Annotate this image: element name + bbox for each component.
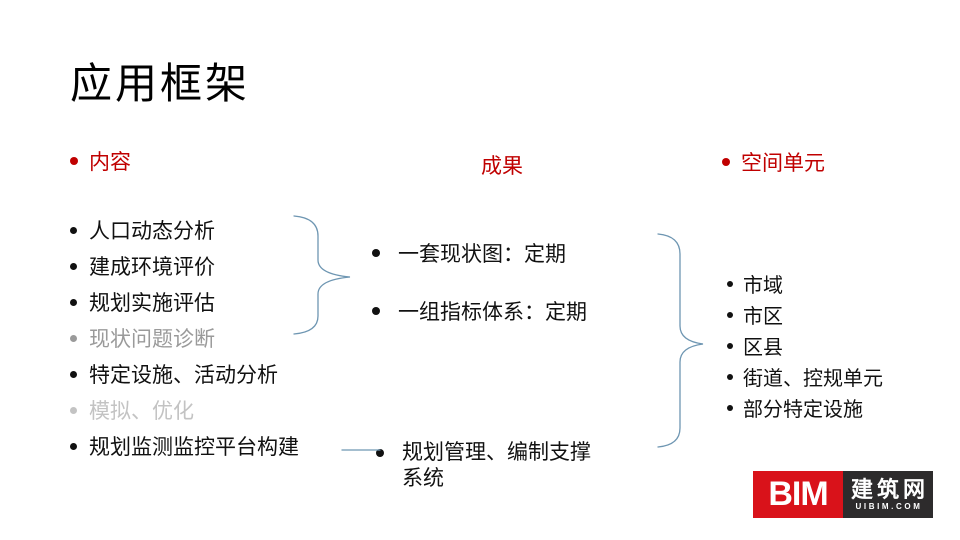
list-item: 一套现状图：定期 <box>372 238 566 268</box>
list-item: 特定设施、活动分析 <box>70 356 299 392</box>
list-item-label: 现状问题诊断 <box>89 327 215 351</box>
bullet-icon <box>727 311 733 318</box>
list-item-label: 一套现状图：定期 <box>398 242 566 266</box>
brace-content-to-results <box>293 215 351 335</box>
bullet-icon <box>727 373 733 380</box>
brace-results-to-spatial <box>657 233 704 448</box>
list-item-label: 市域 <box>743 275 783 297</box>
list-item-label: 模拟、优化 <box>89 399 194 423</box>
content-column-header: 内容 <box>70 146 131 176</box>
list-item-label: 人口动态分析 <box>89 219 215 243</box>
bullet-icon <box>372 307 380 315</box>
bullet-icon <box>722 158 730 166</box>
results-header-label: 成果 <box>481 154 523 178</box>
bim-logo-text: BIM <box>768 475 828 513</box>
list-item: 规划实施评估 <box>70 284 299 320</box>
list-item: 规划管理、编制支撑系统 <box>376 439 626 491</box>
spatial-header-label: 空间单元 <box>741 151 825 175</box>
results-column-header: 成果 <box>481 150 523 180</box>
list-item-label: 一组指标体系：定期 <box>398 300 587 324</box>
list-item-label: 规划监测监控平台构建 <box>89 435 299 459</box>
bim-logo-side: 建筑网 UIBIM.COM <box>843 471 933 518</box>
list-item: 街道、控规单元 <box>727 361 883 392</box>
bullet-icon <box>372 249 380 257</box>
bim-logo: BIM 建筑网 UIBIM.COM <box>753 471 933 518</box>
list-item: 市域 <box>727 268 883 299</box>
bim-logo-mark: BIM <box>753 471 843 518</box>
list-item: 规划监测监控平台构建 <box>70 428 299 464</box>
bullet-icon <box>727 404 733 411</box>
bim-logo-site-text: UIBIM.COM <box>855 501 923 511</box>
bullet-icon <box>70 226 77 234</box>
content-list: 人口动态分析 建成环境评价 规划实施评估 现状问题诊断 特定设施、活动分析 模拟… <box>70 212 299 464</box>
list-item: 市区 <box>727 299 883 330</box>
bullet-icon <box>727 280 733 287</box>
list-item-label: 特定设施、活动分析 <box>89 363 278 387</box>
bullet-icon <box>70 442 77 450</box>
bullet-icon <box>727 342 733 349</box>
bullet-icon <box>70 157 78 165</box>
list-item-label: 区县 <box>743 337 783 359</box>
list-item-label: 部分特定设施 <box>743 399 863 421</box>
list-item: 部分特定设施 <box>727 392 883 423</box>
bim-logo-cn-text: 建筑网 <box>850 476 929 502</box>
list-item-label: 建成环境评价 <box>89 255 215 279</box>
list-item: 现状问题诊断 <box>70 320 299 356</box>
bullet-icon <box>70 262 77 270</box>
list-item: 一组指标体系：定期 <box>372 296 587 326</box>
list-item: 建成环境评价 <box>70 248 299 284</box>
bullet-icon <box>70 370 77 378</box>
spatial-list: 市域 市区 区县 街道、控规单元 部分特定设施 <box>727 268 883 423</box>
list-item: 模拟、优化 <box>70 392 299 428</box>
list-item: 人口动态分析 <box>70 212 299 248</box>
list-item-label: 规划管理、编制支撑系统 <box>402 440 591 490</box>
bullet-icon <box>70 406 77 414</box>
list-item: 区县 <box>727 330 883 361</box>
bullet-icon <box>70 298 77 306</box>
content-header-label: 内容 <box>89 150 131 174</box>
list-item-label: 街道、控规单元 <box>743 368 883 390</box>
list-item-label: 市区 <box>743 306 783 328</box>
spatial-column-header: 空间单元 <box>722 147 825 177</box>
slide-title: 应用框架 <box>70 62 251 108</box>
bullet-icon <box>70 334 77 342</box>
bullet-icon <box>376 449 384 457</box>
list-item-label: 规划实施评估 <box>89 291 215 315</box>
